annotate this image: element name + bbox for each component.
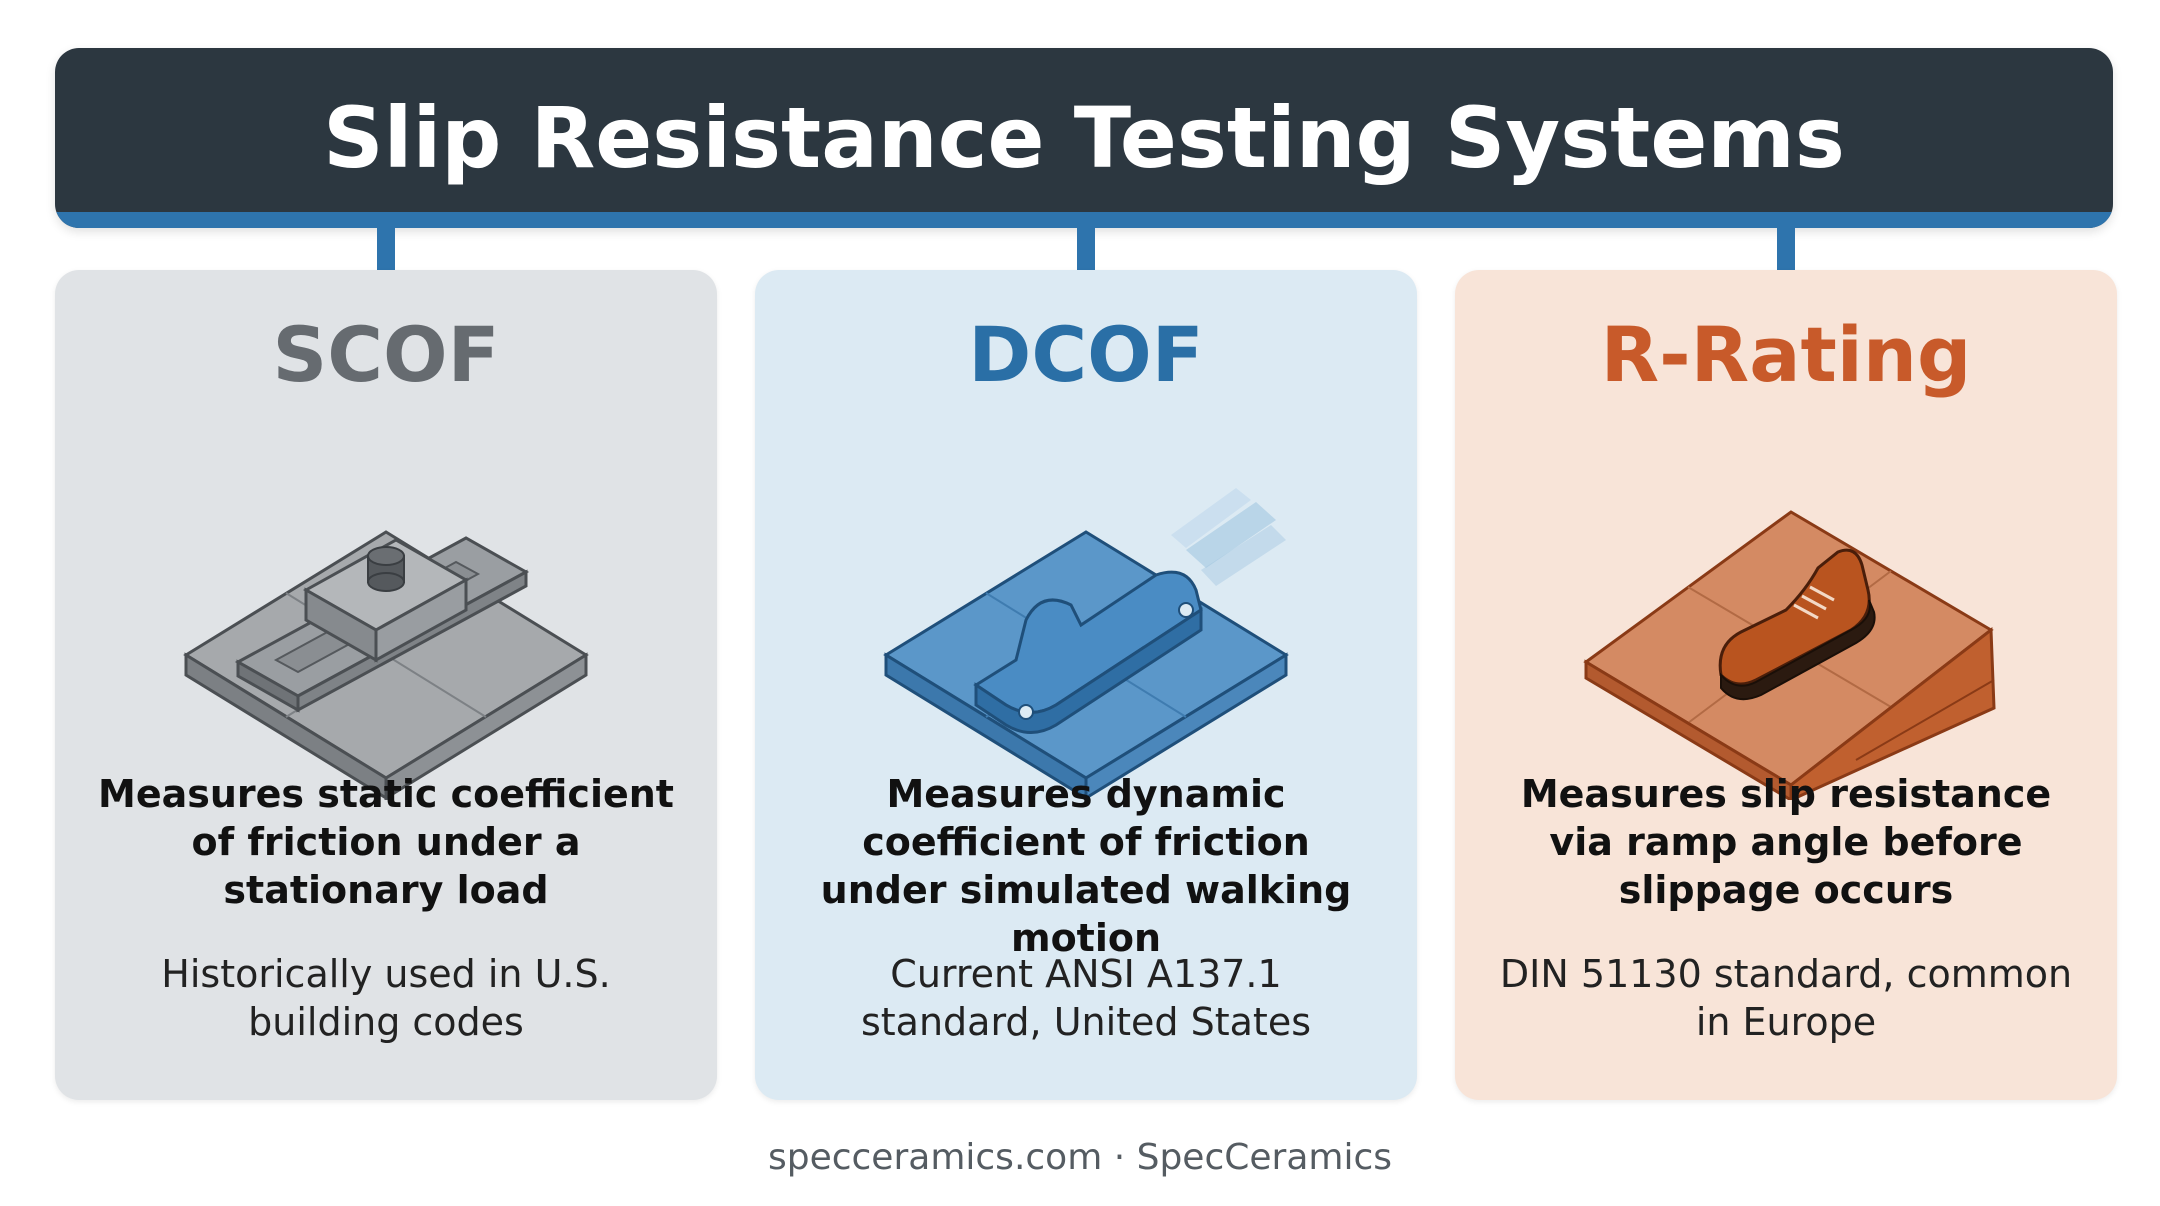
card-dcof: DCOF Measures dynamic coefficient of fri… — [755, 270, 1417, 1100]
card-note-r-rating: DIN 51130 standard, common in Europe — [1499, 952, 2073, 1044]
connector-r-rating — [1777, 226, 1795, 270]
card-r-rating: R-Rating Measures slip resistance via ra… — [1455, 270, 2117, 1100]
card-title-r-rating: R-Rating — [1600, 310, 1972, 399]
card-note-dcof: Current ANSI A137.1 standard, United Sta… — [860, 952, 1312, 1044]
page-title: Slip Resistance Testing Systems — [323, 89, 1845, 187]
card-title-dcof: DCOF — [968, 310, 1204, 399]
footer-credit: specceramics.com · SpecCeramics — [767, 1137, 1393, 1178]
card-note-scof: Historically used in U.S. building codes — [161, 952, 611, 1044]
card-description-r-rating: Measures slip resistance via ramp angle … — [1520, 772, 2052, 912]
card-description-dcof: Measures dynamic coefficient of friction… — [820, 772, 1352, 960]
title-banner: Slip Resistance Testing Systems — [55, 48, 2113, 228]
connector-dcof — [1077, 226, 1095, 270]
card-scof: SCOF Measures static coefficient of fric… — [55, 270, 717, 1100]
static-friction-tester-icon — [183, 530, 589, 800]
ramp-shoe-icon — [1583, 510, 1996, 800]
title-banner-stripe — [55, 212, 2113, 228]
connector-scof — [377, 226, 395, 270]
card-title-scof: SCOF — [272, 310, 500, 399]
card-description-scof: Measures static coefficient of friction … — [98, 772, 674, 912]
dynamic-friction-tester-icon — [883, 488, 1289, 800]
